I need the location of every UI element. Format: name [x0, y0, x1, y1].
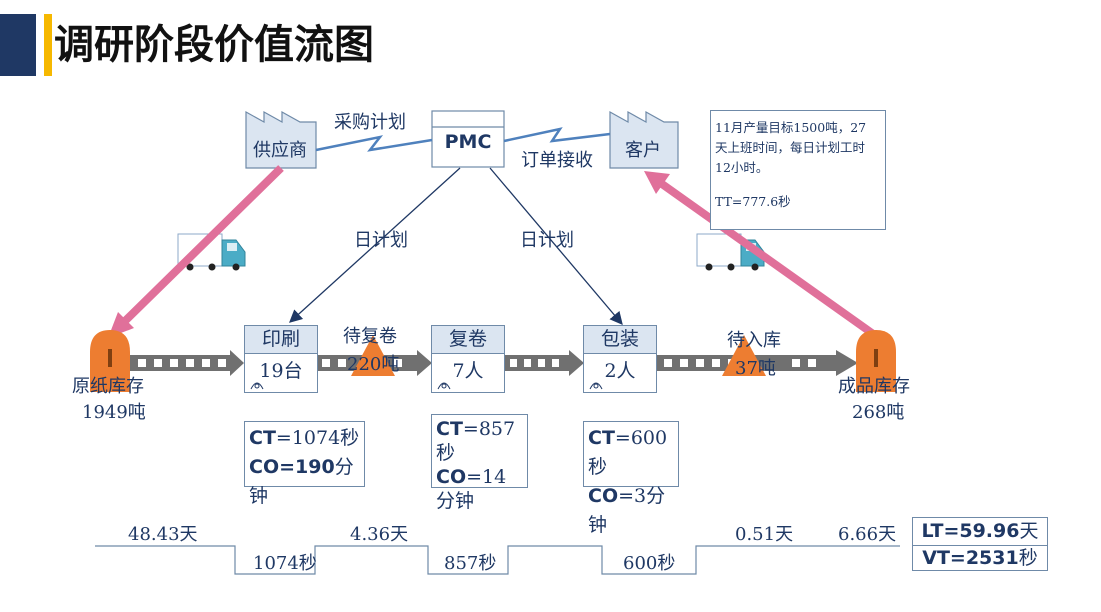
timeline-wait-1: 48.43天: [128, 524, 198, 545]
order-receive-label: 订单接收: [521, 150, 593, 171]
ct-value: =1074秒: [275, 427, 360, 449]
ct-key: CT: [436, 418, 463, 440]
purchase-plan-label: 采购计划: [334, 112, 406, 133]
inventory-raw-icon: [90, 330, 130, 392]
finished-inventory-label: 成品库存: [838, 376, 910, 397]
operator-icon: [250, 382, 264, 390]
ct-key: CT: [588, 427, 615, 449]
ct-key: CT: [249, 427, 276, 449]
timeline-wait-2: 4.36天: [350, 524, 409, 545]
timeline-process-3: 600秒: [623, 553, 676, 574]
pmc-box: [431, 110, 505, 168]
push-arrow-1: [130, 350, 244, 376]
page-title: 调研阶段价值流图: [54, 22, 374, 68]
daily-plan-right-label: 日计划: [520, 230, 574, 251]
push-arrow-3: [504, 350, 584, 376]
lead-time-value: LT=59.96: [921, 520, 1020, 542]
title-accent-dark: [0, 14, 36, 76]
shipment-arrow: [644, 171, 879, 340]
data-box-rewinding: CT=857秒 CO=14分钟: [431, 414, 528, 512]
order-signal: [503, 127, 611, 143]
timeline-process-2: 857秒: [444, 553, 497, 574]
co-key: CO: [436, 466, 467, 488]
process-name: 印刷: [245, 326, 317, 354]
inventory-wait-rewind-icon: [351, 335, 395, 376]
data-box-printing: CT=1074秒 CO=190分钟: [244, 421, 365, 507]
supplier-label: 供应商: [253, 140, 307, 161]
value-time-value: VT=2531: [922, 547, 1019, 569]
wait-rewind-label: 待复卷: [343, 326, 397, 347]
note-line-3: 12小时。: [715, 160, 769, 175]
process-name: 包装: [584, 326, 656, 354]
process-name: 复卷: [432, 326, 504, 354]
note-takt-time: TT=777.6秒: [715, 194, 791, 209]
purchase-plan-signal: [315, 135, 433, 152]
co-value: =3分钟: [588, 485, 666, 536]
timeline-wait-3: 0.51天: [735, 524, 794, 545]
wait-rewind-value: 220吨: [347, 354, 400, 375]
ct-value: =857秒: [436, 418, 516, 464]
process-resource-count: 7人: [452, 360, 484, 382]
ct-value: =600秒: [588, 427, 668, 478]
process-box-printing: 印刷 19台: [244, 325, 318, 393]
inventory-wait-store-icon: [722, 335, 766, 376]
inventory-finished-icon: [856, 330, 896, 392]
raw-material-arrow: [108, 165, 284, 338]
lead-time-row: LT=59.96天: [913, 518, 1047, 546]
co-key: CO=190: [249, 456, 335, 478]
note-line-1: 11月产量目标1500吨，27: [715, 120, 867, 135]
value-time-unit: 秒: [1018, 547, 1038, 569]
daily-plan-line-left: [289, 167, 461, 323]
operator-icon: [437, 382, 451, 390]
timeline-process-1: 1074秒: [253, 553, 317, 574]
data-box-packing: CT=600秒 CO=3分钟: [583, 421, 679, 536]
pmc-node: PMC: [432, 111, 504, 167]
customer-factory-icon: [609, 110, 679, 169]
operator-icon: [589, 382, 603, 390]
daily-plan-line-right: [489, 167, 623, 325]
raw-inventory-label: 原纸库存: [72, 376, 144, 397]
co-value: 分钟: [249, 456, 354, 507]
wait-store-value: 37吨: [735, 358, 776, 379]
lead-time-summary: LT=59.96天 VT=2531秒: [912, 517, 1048, 571]
production-target-note: 11月产量目标1500吨，27 天上班时间，每日计划工时 12小时。 TT=77…: [710, 110, 886, 230]
timeline-ladder: [95, 545, 900, 575]
pmc-label: PMC: [444, 131, 492, 153]
note-line-2: 天上班时间，每日计划工时: [715, 140, 866, 155]
process-resource-count: 2人: [604, 360, 636, 382]
customer-label: 客户: [625, 140, 661, 161]
co-key: CO: [588, 485, 619, 507]
co-value: =14分钟: [436, 466, 507, 512]
process-box-rewinding: 复卷 7人: [431, 325, 505, 393]
supplier-factory-icon: [245, 110, 317, 169]
lead-time-unit: 天: [1019, 520, 1039, 542]
title-accent-yellow: [44, 14, 52, 76]
timeline-wait-4: 6.66天: [838, 524, 897, 545]
process-resource-count: 19台: [259, 360, 303, 382]
value-time-row: VT=2531秒: [913, 545, 1047, 572]
process-box-packing: 包装 2人: [583, 325, 657, 393]
daily-plan-left-label: 日计划: [354, 230, 408, 251]
raw-inventory-value: 1949吨: [82, 402, 146, 423]
finished-inventory-value: 268吨: [852, 402, 905, 423]
wait-store-label: 待入库: [727, 330, 781, 351]
